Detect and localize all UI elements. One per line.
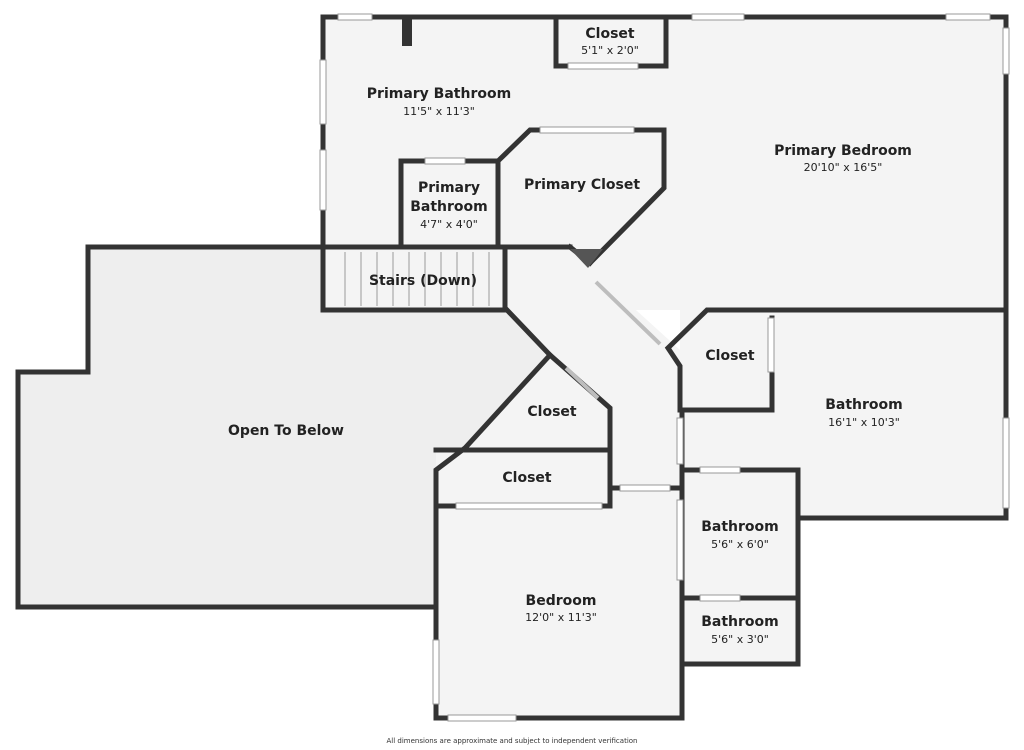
bathroom-right-dim: 16'1" x 10'3": [828, 416, 900, 429]
closet-right-label: Closet: [705, 348, 755, 364]
open-to-below-label: Open To Below: [228, 423, 344, 439]
bathroom-b-label: Bathroom: [701, 614, 779, 630]
primary-bedroom-label: Primary Bedroom: [774, 143, 912, 159]
bathroom-a-label: Bathroom: [701, 519, 779, 535]
bedroom-label: Bedroom: [526, 593, 597, 609]
primary-bedroom-dim: 20'10" x 16'5": [804, 161, 883, 174]
bathroom-a-dim: 5'6" x 6'0": [711, 538, 769, 551]
closet-top-label: Closet: [585, 26, 635, 42]
primary-bathroom-small-label-1: Primary: [418, 180, 480, 196]
stairs-label: Stairs (Down): [369, 273, 477, 289]
primary-bathroom-dim: 11'5" x 11'3": [403, 105, 475, 118]
glass-partitions: [564, 280, 662, 400]
bathroom-b-dim: 5'6" x 3'0": [711, 633, 769, 646]
bedroom-floor: [436, 488, 682, 718]
bathroom-a-floor: [682, 470, 798, 598]
stair-treads: [344, 252, 490, 306]
bedroom-dim: 12'0" x 11'3": [525, 611, 597, 624]
closet-top-dim: 5'1" x 2'0": [581, 44, 639, 57]
primary-bathroom-label: Primary Bathroom: [367, 86, 511, 102]
open-to-below-area: [18, 247, 550, 607]
primary-bathroom-small-label-2: Bathroom: [410, 199, 488, 215]
wall-post: [402, 18, 412, 46]
hatched-block: [570, 249, 603, 268]
windows: [319, 13, 1010, 722]
hallway-floor: [505, 250, 680, 488]
closet-mid-label: Closet: [527, 404, 577, 420]
primary-bathroom-small-dim: 4'7" x 4'0": [420, 218, 478, 231]
bathroom-b-floor: [682, 598, 798, 664]
disclaimer-text: All dimensions are approximate and subje…: [386, 737, 638, 745]
bathroom-right-label: Bathroom: [825, 397, 903, 413]
primary-closet-label: Primary Closet: [524, 177, 640, 193]
closet-lower-label: Closet: [502, 470, 552, 486]
